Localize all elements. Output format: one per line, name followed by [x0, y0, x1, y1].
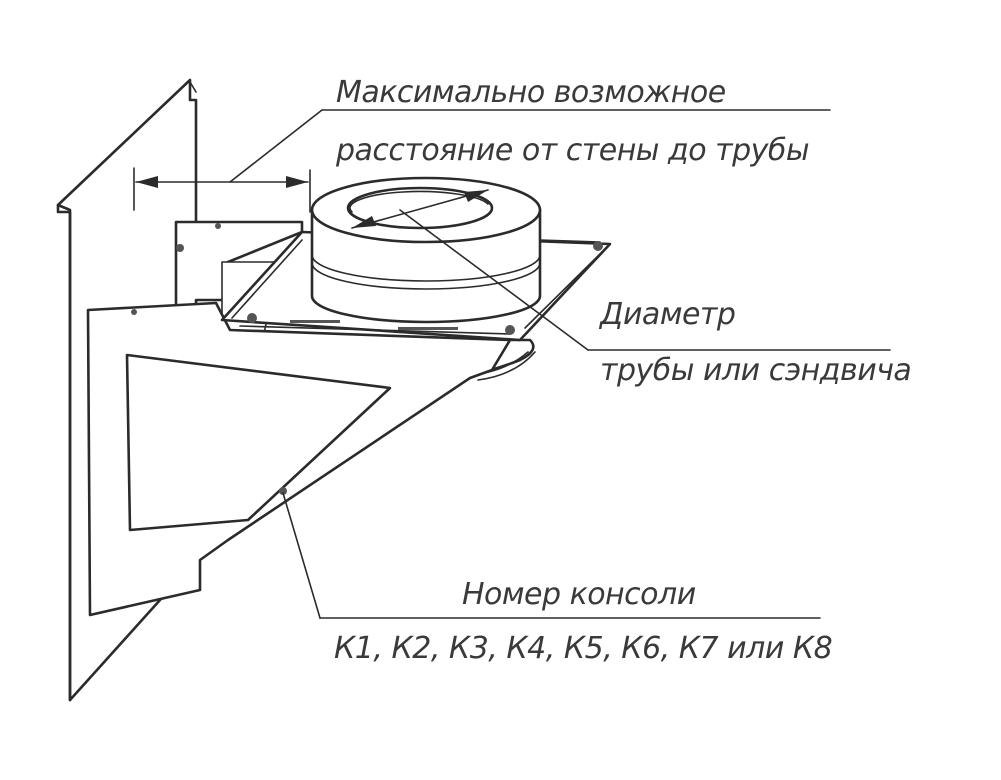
distance-label-line1: Максимально возможное [336, 75, 726, 110]
distance-dimension [133, 109, 831, 213]
diameter-label-line1: Диаметр [598, 297, 735, 332]
console-label-line1: Номер консоли [462, 577, 696, 612]
diameter-dimension [351, 189, 891, 351]
console-leader [282, 492, 821, 619]
diameter-label-line2: трубы или сэндвича [600, 353, 911, 388]
pipe-cylinder [310, 176, 542, 324]
console-label-line2: К1, К2, К3, К4, К5, К6, К7 или К8 [334, 631, 832, 666]
front-bracket [86, 301, 512, 617]
distance-label-line2: расстояние от стены до трубы [335, 133, 809, 168]
